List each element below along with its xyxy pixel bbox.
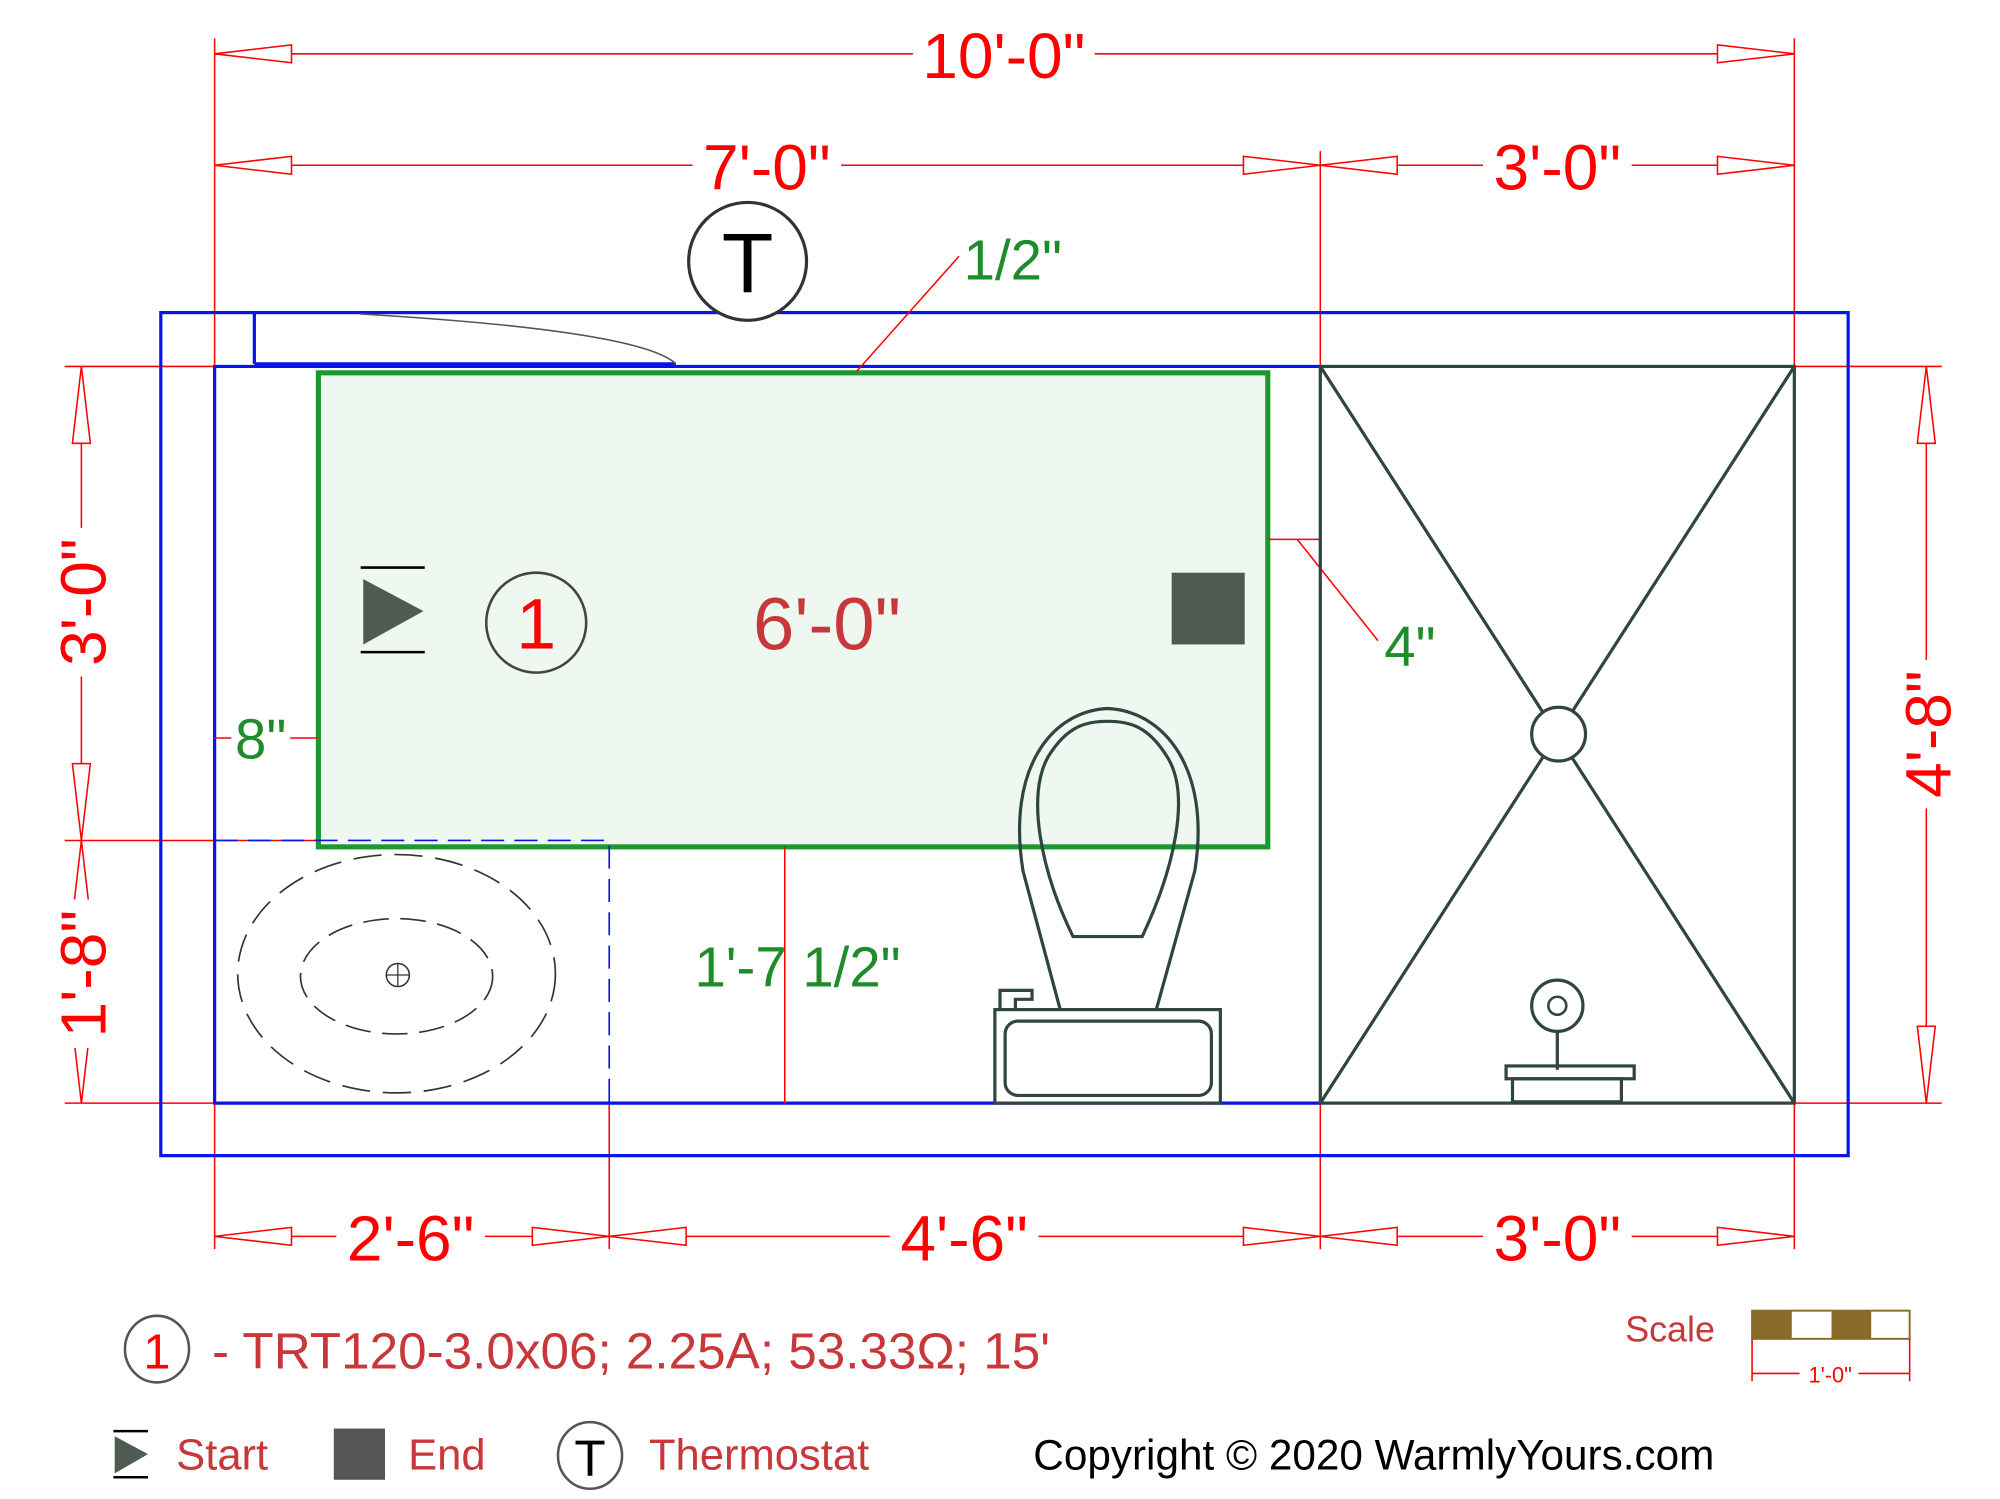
dimension-bottom-sink: 2'-6" [213,1203,611,1275]
svg-text:4'-8": 4'-8" [1893,670,1965,798]
svg-text:3'-0": 3'-0" [1494,132,1622,204]
end-icon [1171,572,1245,645]
svg-text:T: T [722,215,774,310]
svg-text:- TRT120-3.0x06; 2.25A; 53.33Ω: - TRT120-3.0x06; 2.25A; 53.33Ω; 15' [212,1322,1050,1379]
dimension-right-height: 4'-8" [1893,365,1965,1104]
legend-thermostat: T Thermostat [556,1420,869,1491]
svg-text:1/2": 1/2" [964,228,1062,291]
svg-text:10'-0": 10'-0" [922,20,1085,92]
dimension-left-width: 7'-0" [213,132,1322,204]
svg-text:7'-0": 7'-0" [703,132,831,204]
toilet [993,706,1222,1105]
copyright: Copyright © 2020 WarmlyYours.com [1033,1432,1714,1479]
svg-text:1: 1 [516,584,556,664]
dimension-left-upper: 3'-0" [48,365,120,842]
svg-text:Thermostat: Thermostat [649,1432,869,1480]
svg-text:4": 4" [1384,615,1435,678]
door [252,312,677,366]
svg-text:Start: Start [176,1432,268,1480]
svg-text:End: End [408,1432,485,1480]
start-icon [360,566,425,654]
legend-scale: Scale 1'-0" [1625,1309,1911,1387]
dimension-bottom-middle: 4'-6" [608,1203,1322,1275]
svg-text:T: T [574,1430,605,1487]
svg-text:1'-0": 1'-0" [1809,1362,1852,1387]
thermostat-icon: T [687,200,809,322]
svg-text:3'-0": 3'-0" [1494,1203,1622,1275]
clearance-right: 4" [1267,538,1436,678]
legend-end: End [333,1428,486,1480]
svg-text:1'-8": 1'-8" [48,910,120,1038]
legend-start: Start [113,1429,268,1480]
sink [214,839,611,1104]
svg-text:1: 1 [143,1325,170,1379]
svg-text:8": 8" [235,707,286,770]
shower-valve-icon [1504,978,1636,1104]
dimension-left-lower: 1'-8" [48,839,120,1104]
legend-circuit: 1 - TRT120-3.0x06; 2.25A; 53.33Ω; 15' [123,1314,1050,1384]
svg-text:2'-6": 2'-6" [347,1203,475,1275]
circuit-marker: 1 [484,571,588,674]
dimension-overall-width: 10'-0" [213,20,1796,92]
walls [159,311,1850,1158]
svg-text:3'-0": 3'-0" [48,538,120,666]
heating-area [315,370,1271,850]
dimension-shower-width-top: 3'-0" [1319,132,1796,204]
dimension-bottom-shower: 3'-0" [1319,1203,1796,1275]
heating-length-label: 6'-0" [753,583,901,666]
clearance-top: 1/2" [855,228,1062,373]
svg-text:4'-6": 4'-6" [900,1203,1028,1275]
svg-text:1'-7 1/2": 1'-7 1/2" [694,936,900,999]
clearance-bottom: 1'-7 1/2" [694,846,901,1104]
svg-text:Scale: Scale [1625,1309,1715,1349]
shower [1318,364,1796,1105]
clearance-left: 8" [214,707,319,770]
